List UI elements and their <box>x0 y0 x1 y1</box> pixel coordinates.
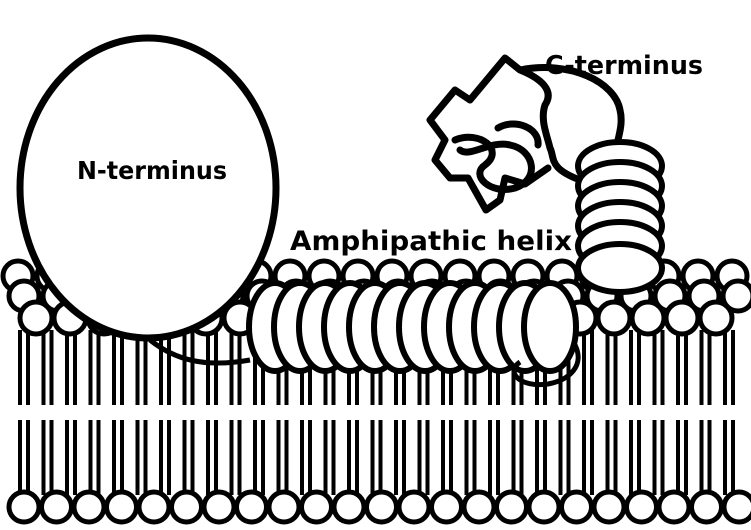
lipid-head <box>334 492 364 522</box>
lipid-head <box>172 492 202 522</box>
amphipathic-helix-label: Amphipathic helix <box>290 226 572 257</box>
amphipathic-helix <box>249 283 576 371</box>
lipid-head <box>700 302 732 334</box>
lipid-tails-lower-leaflet <box>20 420 733 495</box>
lipid-head <box>9 492 39 522</box>
c-terminal-helix <box>578 142 662 292</box>
lipid-head <box>659 492 689 522</box>
lipid-head <box>529 492 559 522</box>
lipid-head <box>562 492 592 522</box>
helix-disc <box>578 244 662 292</box>
lipid-head <box>20 302 52 334</box>
c-terminus-label: C-terminus <box>545 51 703 81</box>
lipid-head <box>594 492 624 522</box>
lipid-head <box>666 302 698 334</box>
lipid-head <box>107 492 137 522</box>
lipid-head <box>302 492 332 522</box>
linker-strand <box>150 340 250 363</box>
lipid-head <box>237 492 267 522</box>
lipid-head <box>692 492 722 522</box>
n-terminus-label: N-terminus <box>77 156 227 185</box>
lipid-head <box>139 492 169 522</box>
lipid-head <box>399 492 429 522</box>
lipid-head <box>464 492 494 522</box>
lipid-head <box>269 492 299 522</box>
helix-disc <box>524 283 576 371</box>
lipid-head <box>598 302 630 334</box>
n-terminus-domain <box>20 38 276 338</box>
lipid-head <box>204 492 234 522</box>
lipid-heads-lower-leaflet <box>9 492 751 522</box>
lipid-head <box>74 492 104 522</box>
lipid-head <box>432 492 462 522</box>
lipid-head <box>724 492 751 522</box>
lipid-head <box>42 492 72 522</box>
lipid-head <box>632 302 664 334</box>
lipid-head <box>497 492 527 522</box>
lipid-head <box>627 492 657 522</box>
lipid-head <box>367 492 397 522</box>
